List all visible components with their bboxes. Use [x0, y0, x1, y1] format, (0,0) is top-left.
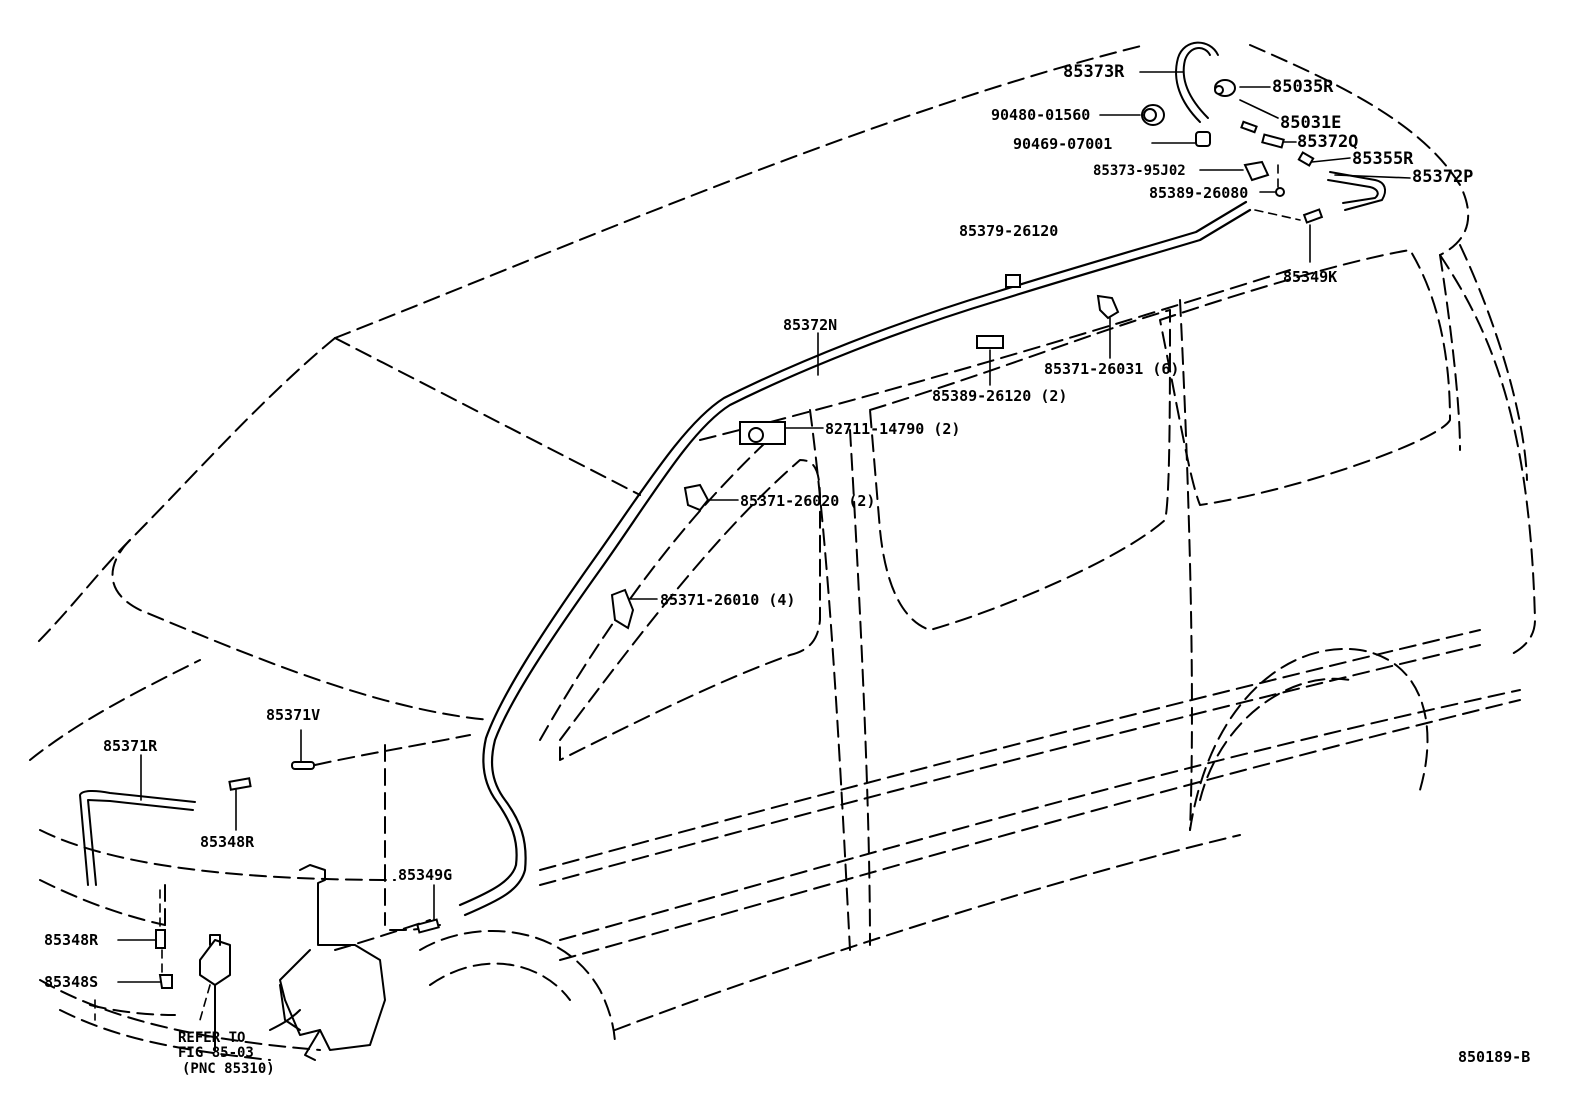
part-85379-26120-tag — [1005, 274, 1021, 288]
front-door-front-edge — [809, 409, 851, 951]
label-85349G: 85349G — [398, 866, 453, 884]
windshield-top — [334, 337, 641, 496]
label-90480-01560: 90480-01560 — [991, 106, 1091, 124]
part-85389-26120-pad — [976, 335, 1004, 349]
wiper-frame — [334, 919, 431, 951]
label-85371-26010: 85371-26010 (4) — [660, 591, 796, 609]
hood-left-edge — [34, 337, 336, 646]
label-85389-26080: 85389-26080 — [1149, 184, 1249, 202]
side-roof-rail — [699, 269, 1291, 441]
hose-85371R — [79, 789, 196, 886]
label-90469-07001: 90469-07001 — [1013, 135, 1113, 153]
label-85348R-upper: 85348R — [200, 833, 255, 851]
part-85371-26020-clamp — [683, 483, 710, 512]
front-fender — [39, 879, 166, 926]
part-90480-01560-cap — [1141, 104, 1165, 126]
hose-85372P — [1329, 171, 1387, 211]
part-85371-26031-clamp — [1096, 294, 1120, 320]
hose-85371R-inner — [87, 799, 194, 886]
hose-85373R-inner — [1175, 41, 1219, 123]
part-85349K-joint — [1302, 208, 1324, 224]
side-body-line3 — [559, 689, 1521, 941]
rear-wheel-inner — [1199, 677, 1351, 801]
rear-side-window — [1159, 249, 1451, 506]
front-door-window — [559, 459, 821, 761]
label-85031E: 85031E — [1280, 113, 1342, 133]
dashed-connectors — [94, 164, 1301, 1021]
part-85355R-nozzle — [1297, 151, 1315, 167]
part-82711-14790-clamp — [739, 421, 786, 445]
label-85372N: 85372N — [783, 316, 838, 334]
part-85348R-bottom-valve — [155, 929, 166, 949]
label-85373R: 85373R — [1063, 62, 1125, 82]
front-wheel-inner — [429, 962, 571, 1001]
label-85035R: 85035R — [1272, 77, 1334, 97]
label-82711-14790: 82711-14790 (2) — [825, 420, 961, 438]
front-fascia — [39, 829, 396, 881]
diagram-id: 850189-B — [1458, 1048, 1531, 1066]
front-door-rear-edge — [849, 429, 871, 946]
part-85349G-joint — [416, 918, 440, 934]
roof-outline — [334, 44, 1146, 339]
label-85349K: 85349K — [1283, 268, 1338, 286]
side-body-line2 — [539, 644, 1481, 886]
label-85371-26020: 85371-26020 (2) — [740, 492, 876, 510]
label-85373-95J02: 85373-95J02 — [1093, 163, 1186, 179]
washer-tank — [199, 864, 386, 1061]
roof-rear-edge — [1249, 44, 1470, 256]
label-85355R: 85355R — [1352, 149, 1414, 169]
part-85372Q-hose — [1261, 133, 1285, 149]
slide-door-rear-edge — [1179, 299, 1193, 831]
front-wheel-arch — [419, 930, 616, 1046]
leader-lines — [117, 71, 1411, 983]
bumper-line — [39, 979, 321, 1051]
label-85371-26031: 85371-26031 (6) — [1044, 360, 1180, 378]
part-85035R-grommet — [1214, 79, 1236, 97]
rear-pillar — [1439, 254, 1536, 656]
hood-top-curve — [111, 539, 491, 721]
reference-note-line2: FIG 85-03 — [178, 1045, 254, 1061]
label-85348S: 85348S — [44, 973, 99, 991]
part-85348R-top-valve — [228, 777, 252, 791]
body-front-wheelwell — [389, 924, 441, 931]
body-dashed-lines — [29, 44, 1536, 1061]
bumper-bottom — [59, 1009, 271, 1061]
part-85371-26010-clamp — [610, 588, 635, 630]
label-85372P: 85372P — [1412, 167, 1474, 187]
hose-front-connector — [314, 734, 471, 766]
reference-note-line3: (PNC 85310) — [182, 1061, 275, 1077]
washer-hose-85372N — [458, 200, 1252, 917]
hose-85372P-inner — [1327, 179, 1379, 204]
label-85371R: 85371R — [103, 737, 158, 755]
reference-note-line1: REFER TO — [178, 1030, 246, 1046]
label-85389-26120: 85389-26120 (2) — [932, 387, 1068, 405]
front-fender-lower — [89, 1004, 176, 1016]
part-85031E-joint — [1240, 120, 1258, 134]
front-door-frame — [539, 419, 791, 741]
part-85373-95J02-clip — [1243, 160, 1270, 182]
slide-door-window — [869, 309, 1171, 631]
label-85372Q: 85372Q — [1297, 132, 1359, 152]
part-90469-07001-clamp — [1195, 131, 1211, 147]
side-rocker — [614, 834, 1241, 1031]
label-85379-26120: 85379-26120 — [959, 222, 1059, 240]
hood-front-line — [29, 659, 201, 761]
side-body-line1 — [539, 629, 1481, 871]
label-85348R-lower: 85348R — [44, 931, 99, 949]
part-85348S-elbow — [158, 974, 173, 989]
part-85389-26080-washer — [1275, 187, 1285, 197]
side-lower-line — [559, 699, 1521, 961]
label-85371V: 85371V — [266, 706, 321, 724]
hose-85373R — [1182, 47, 1211, 119]
rear-wheel-arch — [1189, 647, 1429, 831]
part-85371V-hose — [291, 761, 315, 770]
rear-end-cap — [1439, 254, 1461, 451]
rear-quarter — [1459, 244, 1528, 481]
